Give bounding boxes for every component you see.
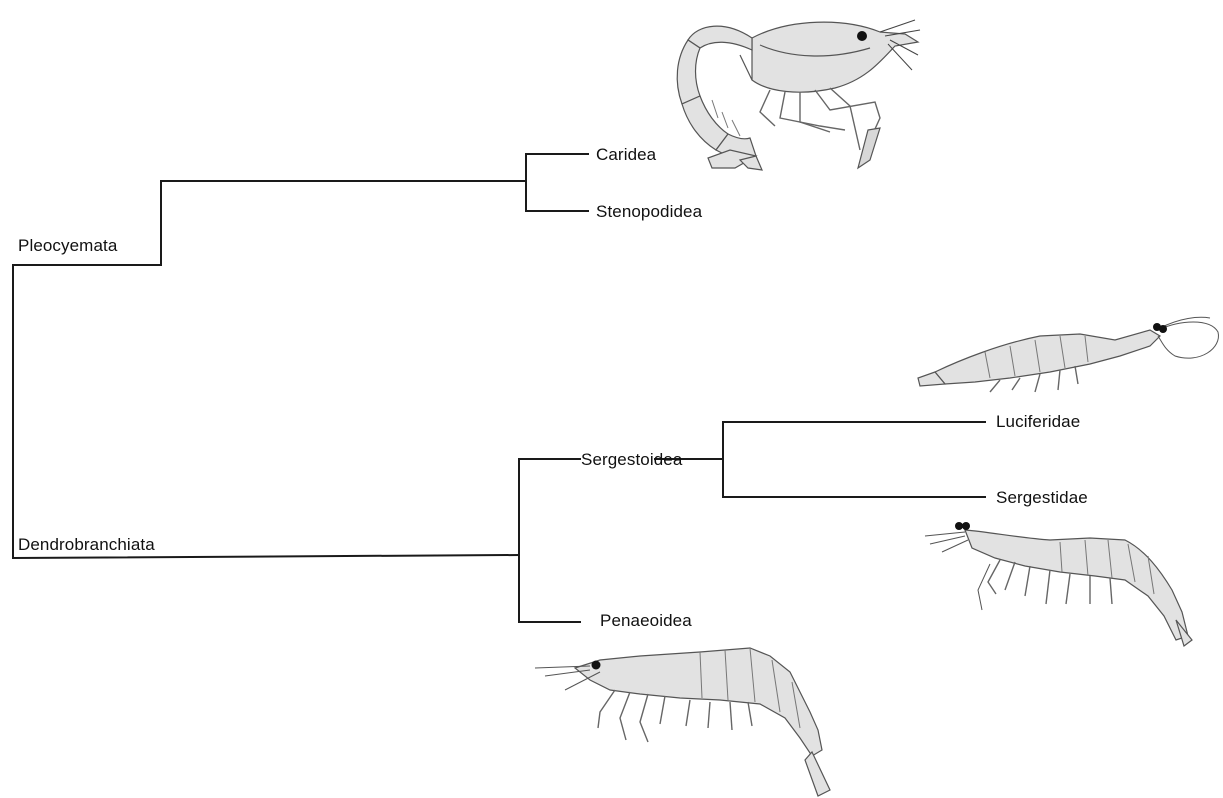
penaeid-shrimp-icon xyxy=(0,0,1223,798)
phylogenetic-tree-figure: Pleocyemata Caridea Stenopodidea Dendrob… xyxy=(0,0,1223,798)
